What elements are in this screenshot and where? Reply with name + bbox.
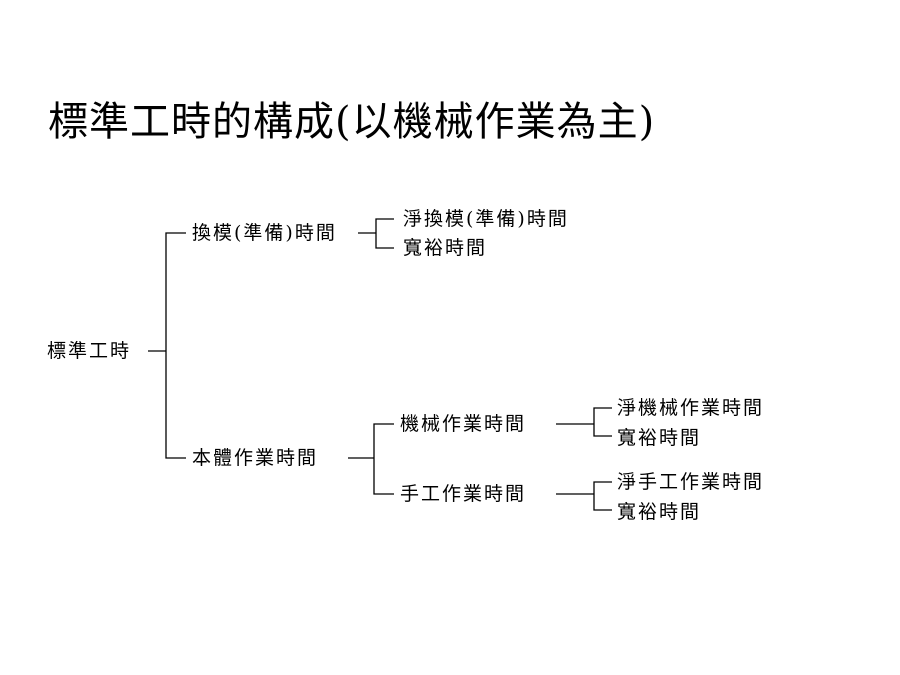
- node-net-machine-time: 淨機械作業時間: [617, 397, 765, 419]
- node-net-setup-time: 淨換模(準備)時間: [403, 208, 569, 230]
- node-machine-work-time: 機械作業時間: [400, 413, 527, 435]
- bracket-machine: [593, 407, 612, 437]
- page-title: 標準工時的構成(以機械作業為主): [48, 99, 656, 145]
- bracket-level1: [165, 232, 186, 459]
- bracket-setup: [375, 218, 394, 249]
- node-machine-allowance: 寬裕時間: [617, 427, 702, 449]
- node-root: 標準工時: [47, 340, 132, 362]
- node-manual-allowance: 寬裕時間: [617, 501, 702, 523]
- node-setup-time: 換模(準備)時間: [192, 222, 337, 244]
- bracket-main: [373, 423, 394, 495]
- node-net-manual-time: 淨手工作業時間: [617, 471, 765, 493]
- node-main-work-time: 本體作業時間: [192, 447, 319, 469]
- node-manual-work-time: 手工作業時間: [400, 483, 527, 505]
- bracket-manual: [593, 481, 612, 511]
- node-setup-allowance: 寬裕時間: [403, 237, 488, 259]
